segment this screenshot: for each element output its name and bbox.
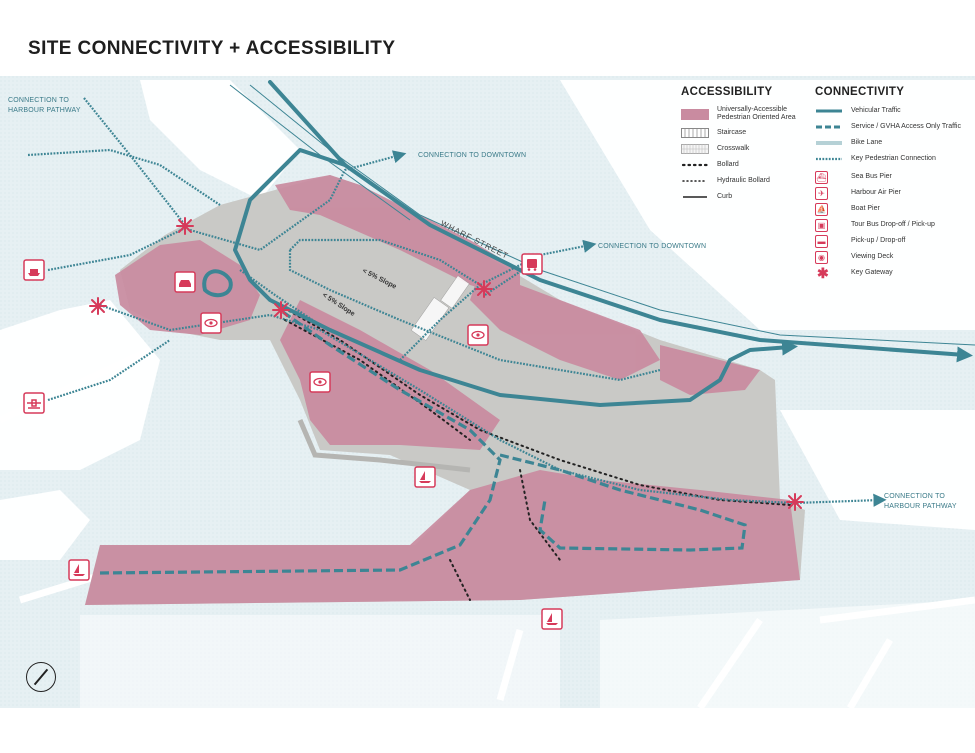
legend-item-pedestrian-area: Universally-Accessible Pedestrian Orient… (681, 106, 811, 122)
legend-item-vehicular: Vehicular Traffic (815, 106, 973, 116)
boat-icon (414, 466, 436, 488)
eye-icon (309, 371, 331, 393)
gateway-asterisk-icon (176, 217, 194, 235)
service-traffic (99, 308, 747, 575)
legend-item-curb: Curb (681, 192, 811, 202)
key-gateways (89, 217, 804, 511)
gateway-asterisk-icon (786, 493, 804, 511)
staircase-swatch (681, 128, 709, 138)
legend-item-harbour-air: ✈ Harbour Air Pier (815, 186, 973, 200)
car-icon: ▬ (815, 234, 828, 248)
boat-icon (541, 608, 563, 630)
crosswalks (410, 275, 470, 341)
boat-icon: ⛵ (815, 202, 828, 216)
eye-icon (200, 312, 222, 334)
legend-item-sea-bus: ⛴ Sea Bus Pier (815, 170, 892, 184)
gateway-asterisk-icon: ✱ (817, 265, 829, 281)
curb-line (681, 192, 709, 202)
service-dashed-line (815, 122, 843, 132)
label-downtown-top: CONNECTION TO DOWNTOWN (418, 152, 526, 159)
gateway-asterisk-icon (272, 301, 290, 319)
legend-item-hydraulic-bollard: Hydraulic Bollard (681, 176, 811, 186)
gateway-asterisk-icon (475, 280, 493, 298)
legend-item-staircase: Staircase (681, 128, 811, 138)
legend-item-key-gateway: ✱ Key Gateway (817, 265, 893, 281)
legend-accessibility: ACCESSIBILITY Universally-Accessible Ped… (681, 86, 811, 208)
legend-item-crosswalk: Crosswalk (681, 144, 811, 154)
float-plane-icon (23, 392, 45, 414)
legend-item-bike-lane: Bike Lane (815, 138, 973, 148)
crosswalk-swatch (681, 144, 709, 154)
hydraulic-bollard-dots (681, 176, 709, 186)
car-icon (174, 271, 196, 293)
land-blocks (0, 80, 975, 708)
vehicular-line (815, 106, 843, 116)
eye-icon (467, 324, 489, 346)
legend-item-pedestrian: Key Pedestrian Connection (815, 154, 973, 164)
gateway-asterisk-icon (89, 297, 107, 315)
legend-item-tour-bus: ▣ Tour Bus Drop-off / Pick-up (815, 218, 973, 232)
legend-item-boat-pier: ⛵ Boat Pier (815, 202, 880, 216)
legend-connectivity: CONNECTIVITY Vehicular Traffic Service /… (815, 86, 973, 284)
eye-icon: ◉ (815, 250, 828, 264)
float-plane-icon: ✈ (815, 186, 828, 200)
north-arrow-icon (26, 662, 56, 692)
pier-outline (297, 419, 471, 473)
legend-item-service: Service / GVHA Access Only Traffic (815, 122, 973, 132)
bollard-dots (681, 160, 709, 170)
label-harbour-pathway-right-2: HARBOUR PATHWAY (884, 503, 957, 510)
map-icons (23, 253, 563, 630)
label-harbour-pathway-left-2: HARBOUR PATHWAY (8, 107, 81, 114)
legend-item-pickup: ▬ Pick-up / Drop-off (815, 234, 973, 248)
tour-bus-icon: ▣ (815, 218, 828, 232)
sea-bus-icon: ⛴ (815, 170, 828, 184)
boat-icon (68, 559, 90, 581)
sea-bus-icon (23, 259, 45, 281)
legend-item-viewing-deck: ◉ Viewing Deck (815, 250, 973, 264)
label-harbour-pathway-left-1: CONNECTION TO (8, 97, 69, 104)
tour-bus-icon (521, 253, 543, 275)
label-harbour-pathway-right-1: CONNECTION TO (884, 493, 945, 500)
legend-item-bollard: Bollard (681, 160, 811, 170)
bike-lane-line (815, 138, 843, 148)
legend-accessibility-title: ACCESSIBILITY (681, 86, 773, 98)
label-downtown-mid: CONNECTION TO DOWNTOWN (598, 243, 706, 250)
page-title: SITE CONNECTIVITY + ACCESSIBILITY (28, 38, 396, 59)
pedestrian-dotted-line (815, 154, 843, 164)
vehicular-traffic (202, 80, 973, 407)
pink-area-swatch (681, 108, 709, 120)
legend-connectivity-title: CONNECTIVITY (815, 86, 905, 98)
pedestrian-connections (27, 97, 887, 507)
